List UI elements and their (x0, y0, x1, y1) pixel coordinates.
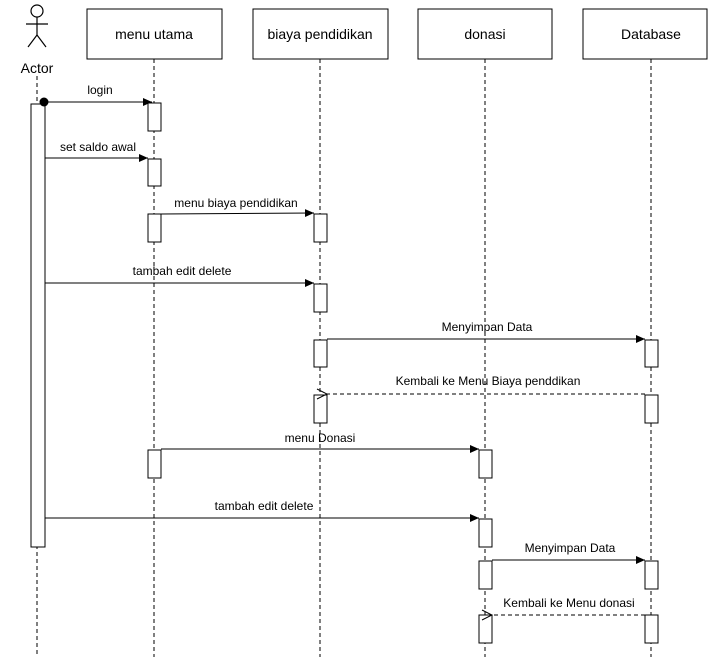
message-label: menu Donasi (285, 431, 356, 445)
activation-bar-menu-utama (147, 213, 162, 243)
message-label: Kembali ke Menu donasi (503, 596, 634, 610)
message-label: Kembali ke Menu Biaya penddikan (396, 374, 581, 388)
message-arrow (160, 209, 315, 218)
message-kembali-donasi: Kembali ke Menu donasi (492, 596, 645, 615)
lifeline-label: Database (621, 26, 681, 42)
activation-bar-menu-utama (147, 449, 162, 479)
actor-leg-right (36, 34, 47, 48)
activation-bar-menu-utama (147, 102, 162, 132)
message-menyimpan-data-donasi: Menyimpan Data (492, 541, 645, 564)
activation-bar-biaya-pendidikan (313, 394, 328, 424)
lifeline-donasi: donasi (417, 8, 553, 657)
activation-bar-donasi (478, 560, 493, 590)
activation-bar-database (644, 339, 659, 368)
lifeline-biaya-pendidikan: biaya pendidikan (252, 8, 389, 657)
message-menu-biaya-pendidikan: menu biaya pendidikan (160, 196, 315, 218)
message-label: Menyimpan Data (442, 320, 533, 334)
activation-bar-biaya-pendidikan (313, 339, 328, 368)
activation-bar-donasi (478, 614, 493, 644)
activation-bar-actor (30, 103, 46, 548)
activation-bar-database (644, 394, 659, 424)
lifeline-label: biaya pendidikan (267, 26, 372, 42)
activation-bar-database (644, 560, 659, 590)
message-tambah-edit-delete: tambah edit delete (45, 264, 314, 287)
message-label: tambah edit delete (133, 264, 232, 278)
message-label: Menyimpan Data (525, 541, 616, 555)
message-kembali-biaya: Kembali ke Menu Biaya penddikan (327, 374, 645, 394)
lifeline-box (86, 8, 223, 60)
message-label: tambah edit delete (215, 499, 314, 513)
message-menu-donasi: menu Donasi (161, 431, 479, 453)
activation-bar-biaya-pendidikan (313, 283, 328, 313)
actor-label: Actor (21, 60, 54, 76)
activation-bar-database (644, 614, 659, 644)
activation-bar-biaya-pendidikan (313, 213, 328, 243)
activation-bar-donasi (478, 518, 493, 548)
activation-bar-donasi (478, 449, 493, 479)
activation-bar-menu-utama (147, 158, 162, 187)
lifeline-database: Database (582, 8, 708, 657)
message-label: set saldo awal (60, 140, 136, 154)
message-label: login (87, 83, 112, 97)
lifeline-label: menu utama (115, 26, 193, 42)
activation-bars (30, 102, 659, 644)
lifeline-box (582, 8, 708, 60)
message-set-saldo-awal: set saldo awal (45, 140, 148, 162)
lifeline-label: donasi (464, 26, 505, 42)
actor-head (30, 4, 44, 18)
message-label: menu biaya pendidikan (174, 196, 297, 210)
actor: Actor (21, 4, 54, 76)
lifeline-box (417, 8, 553, 60)
message-login: login (44, 83, 152, 106)
message-tambah-edit-delete-donasi: tambah edit delete (45, 499, 479, 522)
message-menyimpan-data: Menyimpan Data (327, 320, 645, 343)
actor-leg-left (27, 34, 38, 48)
